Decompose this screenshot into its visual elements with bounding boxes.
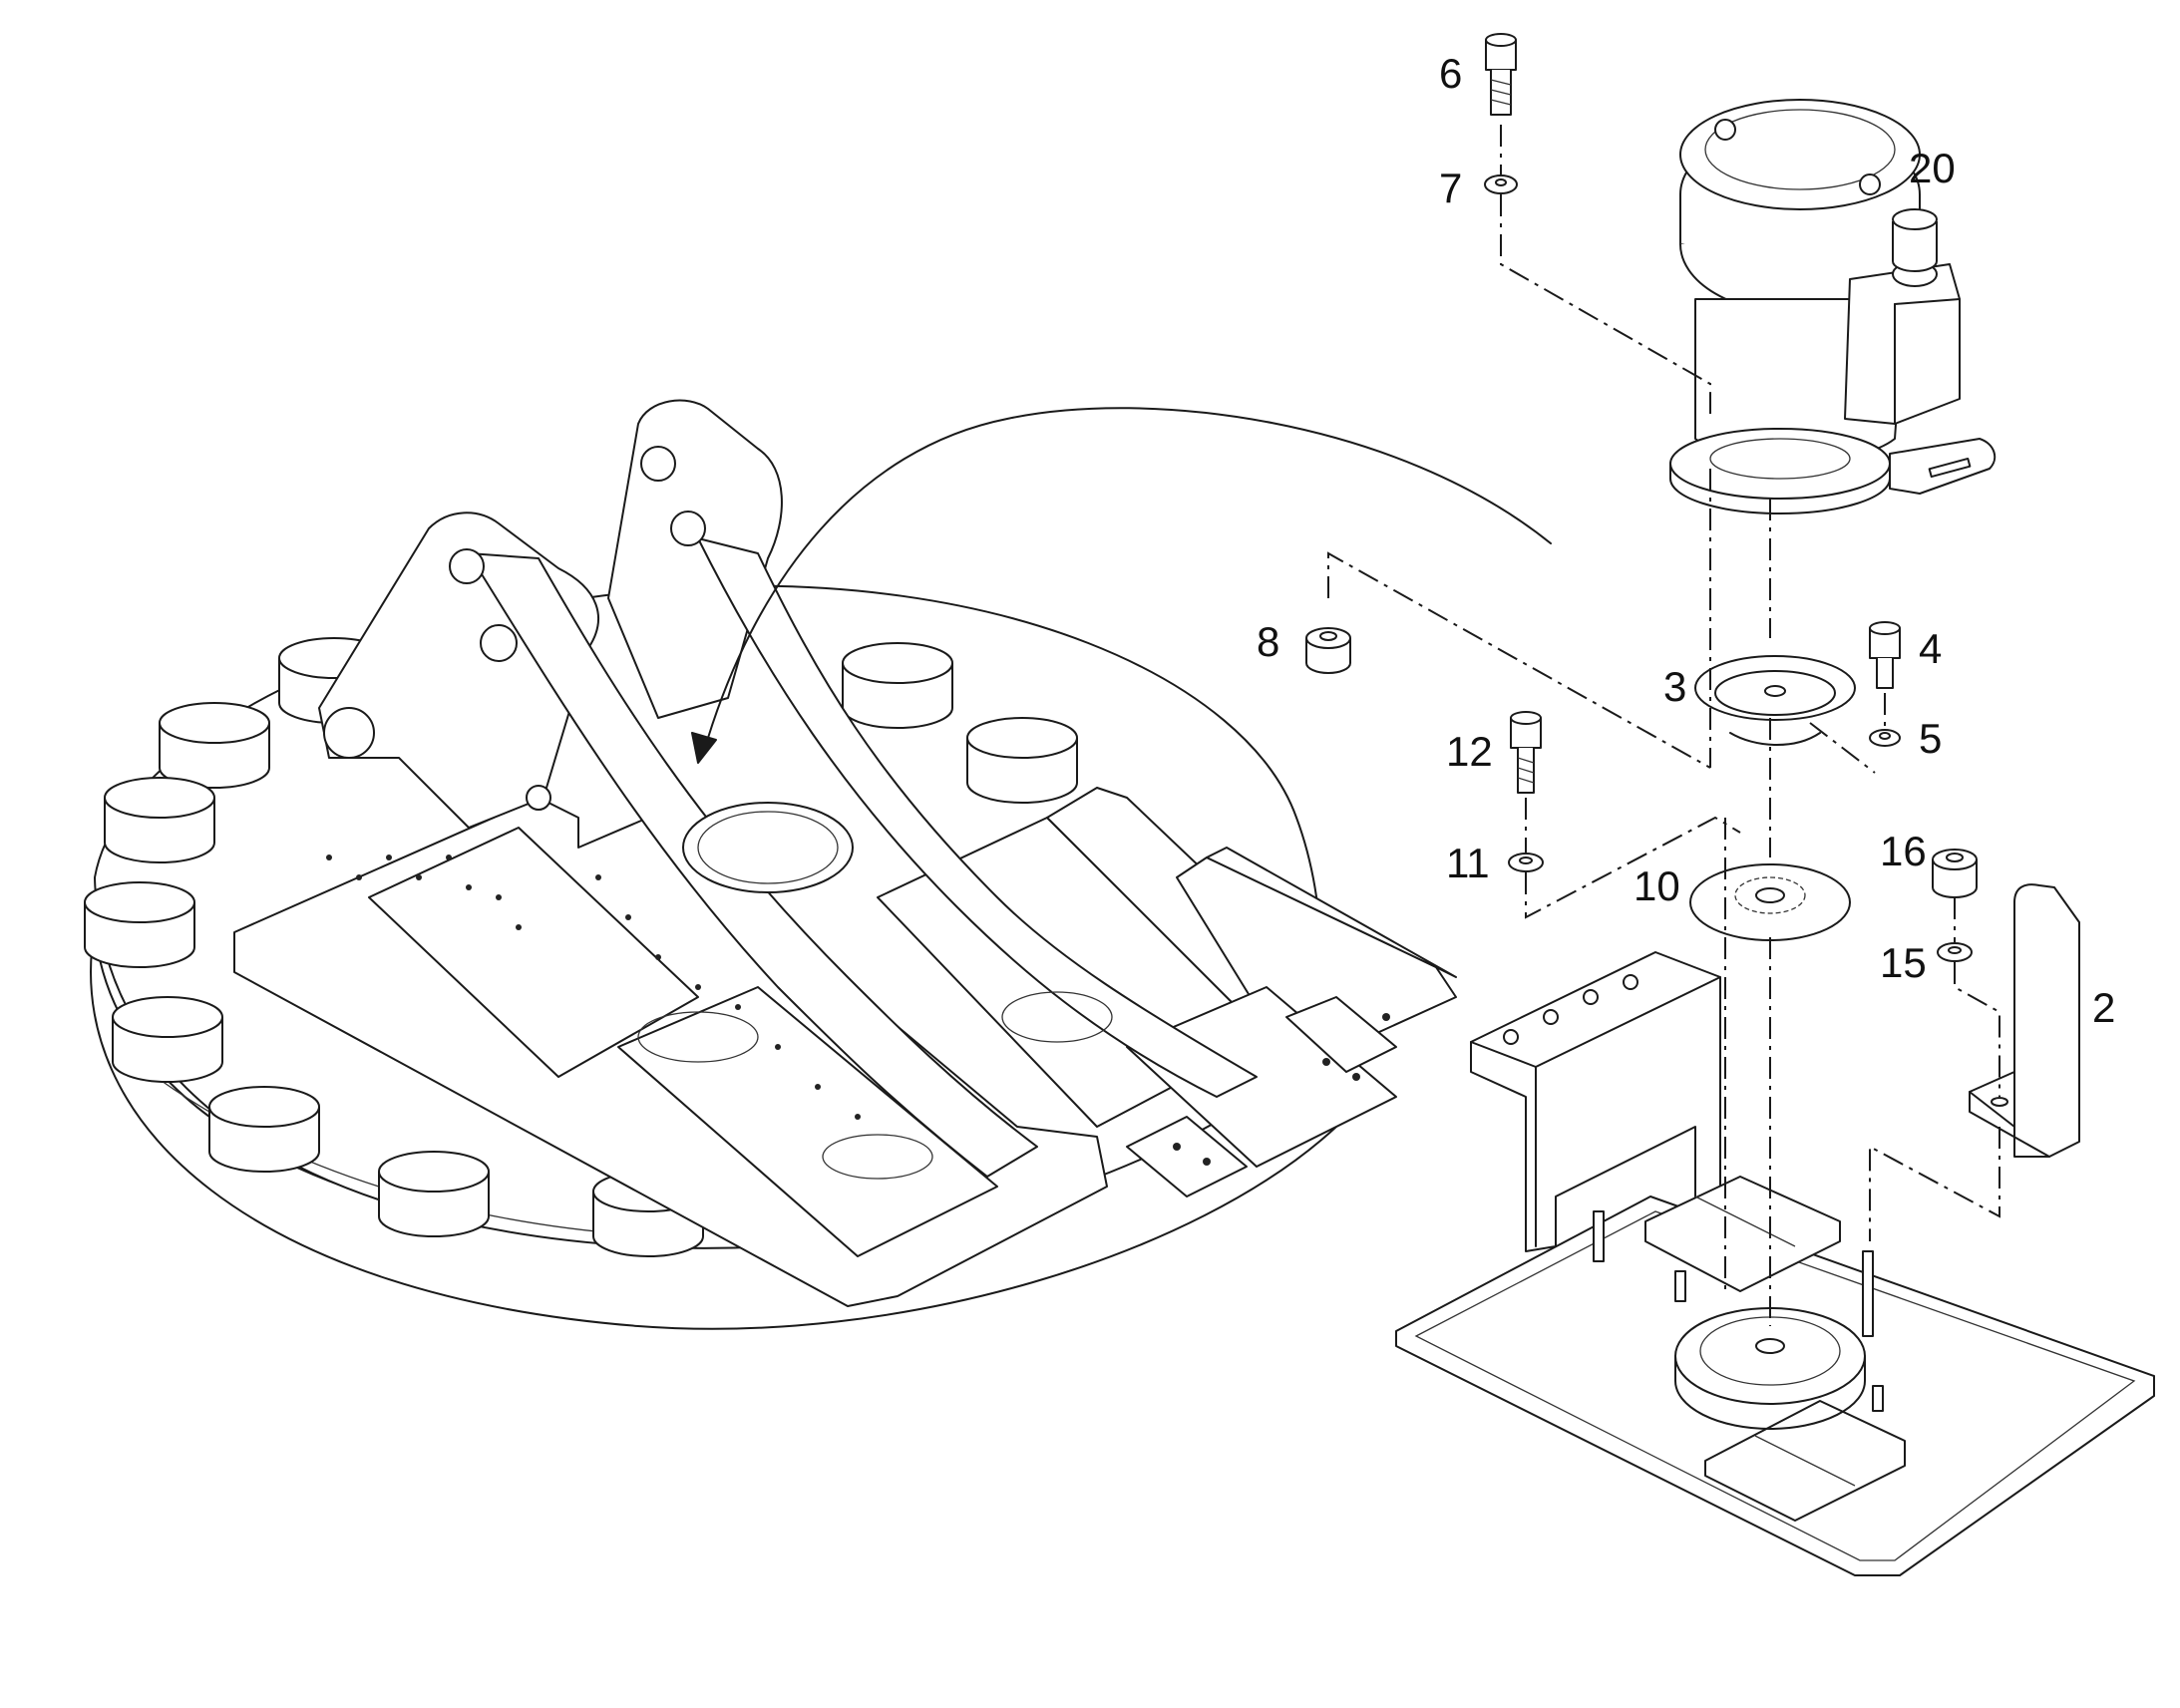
callout-4: 4 (1919, 625, 1942, 672)
washer-part-5 (1869, 729, 1901, 747)
callout-3: 3 (1663, 663, 1686, 710)
callout-11: 11 (1446, 840, 1490, 886)
callout-15: 15 (1880, 939, 1927, 986)
callout-20: 20 (1909, 145, 1956, 191)
slewing-disc-part-10 (1689, 863, 1851, 941)
bolt-part-12 (1510, 711, 1542, 794)
bolt-part-6 (1485, 33, 1517, 116)
callout-6: 6 (1439, 50, 1462, 97)
washer-part-11 (1508, 853, 1544, 872)
callout-8: 8 (1257, 618, 1279, 665)
callout-16: 16 (1880, 828, 1927, 874)
callout-10: 10 (1634, 862, 1680, 909)
gasket-ring-part-3 (1694, 655, 1856, 746)
callout-12: 12 (1446, 728, 1493, 775)
l-bracket-part-2 (1969, 883, 2080, 1158)
nut-part-16 (1932, 849, 1978, 898)
frame-hole-details (326, 854, 1390, 1166)
assembly-dash-lines (1327, 125, 2000, 1326)
callout-2: 2 (2092, 984, 2115, 1031)
mounting-base-plate (1395, 951, 2155, 1576)
bolt-part-4 (1869, 621, 1901, 689)
washer-part-7 (1484, 174, 1518, 194)
washer-part-15 (1937, 942, 1973, 962)
upper-frame-assembly (84, 399, 1552, 1330)
callout-7: 7 (1439, 165, 1462, 211)
callout-labels: 6 7 20 8 3 4 5 12 11 10 16 15 2 (1257, 50, 2115, 1031)
callout-5: 5 (1919, 715, 1942, 762)
nut-part-8 (1305, 627, 1351, 674)
rotary-motor-part-20 (1669, 99, 1997, 514)
